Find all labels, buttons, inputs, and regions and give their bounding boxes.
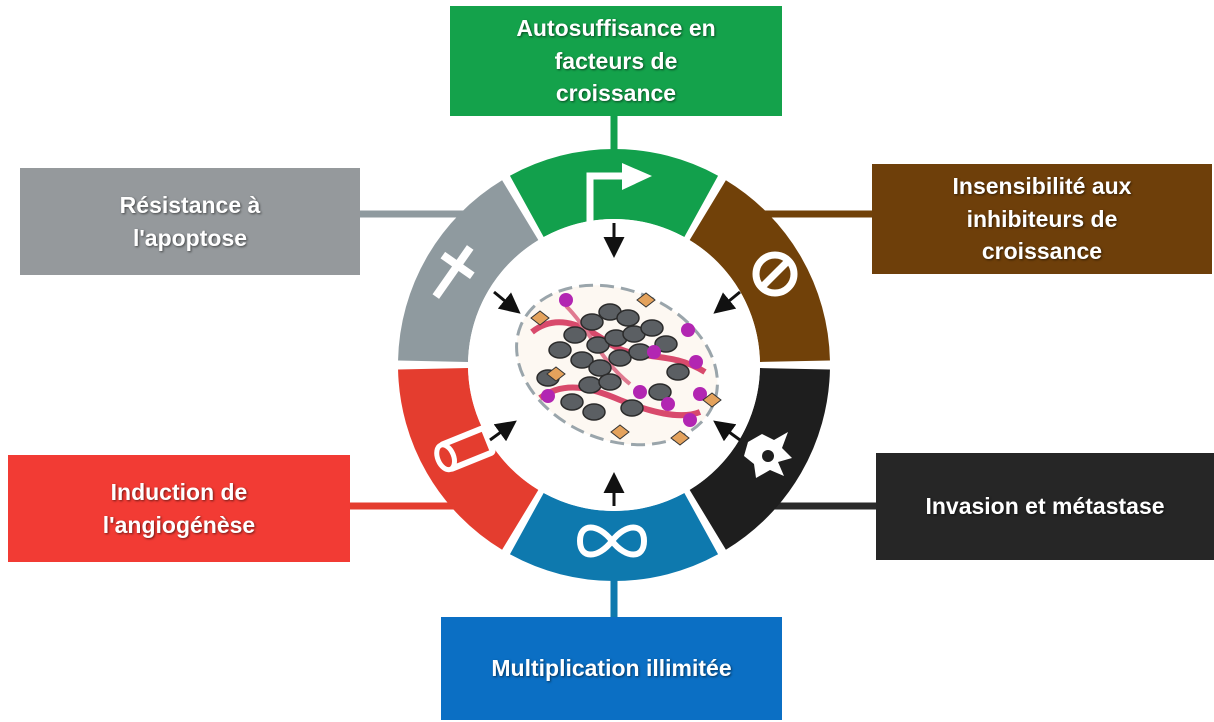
inward-arrow-tr: [713, 290, 741, 314]
tumor-cell: [598, 373, 622, 391]
immune-cell: [647, 345, 661, 359]
vessel-icon: [434, 425, 496, 473]
ring-segment-tr: [689, 180, 830, 362]
tumor-cell: [548, 341, 572, 359]
hallmark-box-growth-self-sufficiency: Autosuffisance en facteurs de croissance: [450, 6, 782, 116]
hallmark-box-invasion-metastasis: Invasion et métastase: [876, 453, 1214, 560]
immune-cell: [681, 323, 695, 337]
tumor-cell: [640, 319, 664, 337]
infinity-icon: [576, 524, 648, 558]
tumor-cell: [588, 359, 612, 377]
immune-cell: [541, 389, 555, 403]
inward-arrow-tl: [493, 290, 521, 314]
hallmark-label: Insensibilité aux inhibiteurs de croissa…: [952, 173, 1132, 265]
inward-arrow-left: [489, 420, 517, 442]
fibroblast: [610, 424, 630, 440]
connectors: [350, 116, 876, 617]
immune-cell: [559, 293, 573, 307]
immune-cell: [633, 385, 647, 399]
immune-cell: [693, 387, 707, 401]
dagger-icon: [432, 245, 475, 299]
tumor-cell-cluster: [530, 292, 722, 446]
hallmark-label: Multiplication illimitée: [491, 655, 732, 682]
hallmark-box-limitless-replication: Multiplication illimitée: [441, 617, 782, 720]
tumor-cell: [620, 399, 644, 417]
tumor-cell: [608, 349, 632, 367]
fibroblast: [636, 292, 656, 308]
hallmark-label: Autosuffisance en facteurs de croissance: [516, 15, 716, 107]
inward-arrows: [489, 223, 741, 506]
hallmark-box-apoptosis-resistance: Résistance à l'apoptose: [20, 168, 360, 275]
tumor-cell: [563, 326, 587, 344]
fibroblast: [670, 430, 690, 446]
fibroblast: [702, 392, 722, 408]
tumor-cell: [666, 363, 690, 381]
tumor-cell: [560, 393, 584, 411]
hallmark-label: Invasion et métastase: [925, 493, 1165, 520]
hallmark-box-angiogenesis: Induction de l'angiogénèse: [8, 455, 350, 562]
immune-cell: [661, 397, 675, 411]
immune-cell: [689, 355, 703, 369]
hallmark-label: Induction de l'angiogénèse: [102, 478, 256, 538]
inward-arrow-right: [713, 420, 741, 442]
ring-segment-top: [509, 149, 719, 238]
tumor-cells-icon: [515, 283, 722, 447]
tumor-cell: [580, 313, 604, 331]
tumor-cell: [648, 383, 672, 401]
tumor-cell: [616, 309, 640, 327]
tumor-cell: [570, 351, 594, 369]
tumor-cell: [654, 335, 678, 353]
fibroblast: [530, 310, 550, 326]
immune-cell: [683, 413, 697, 427]
tumor-cell: [582, 403, 606, 421]
migrating-cell-icon: [744, 432, 792, 478]
hallmark-box-anti-growth-insensitivity: Insensibilité aux inhibiteurs de croissa…: [872, 164, 1212, 274]
prohibition-icon: [752, 251, 798, 297]
tumor-cell: [578, 376, 602, 394]
fibroblast: [546, 366, 566, 382]
hallmark-label: Résistance à l'apoptose: [119, 191, 261, 251]
bent-arrow-icon: [586, 163, 652, 222]
